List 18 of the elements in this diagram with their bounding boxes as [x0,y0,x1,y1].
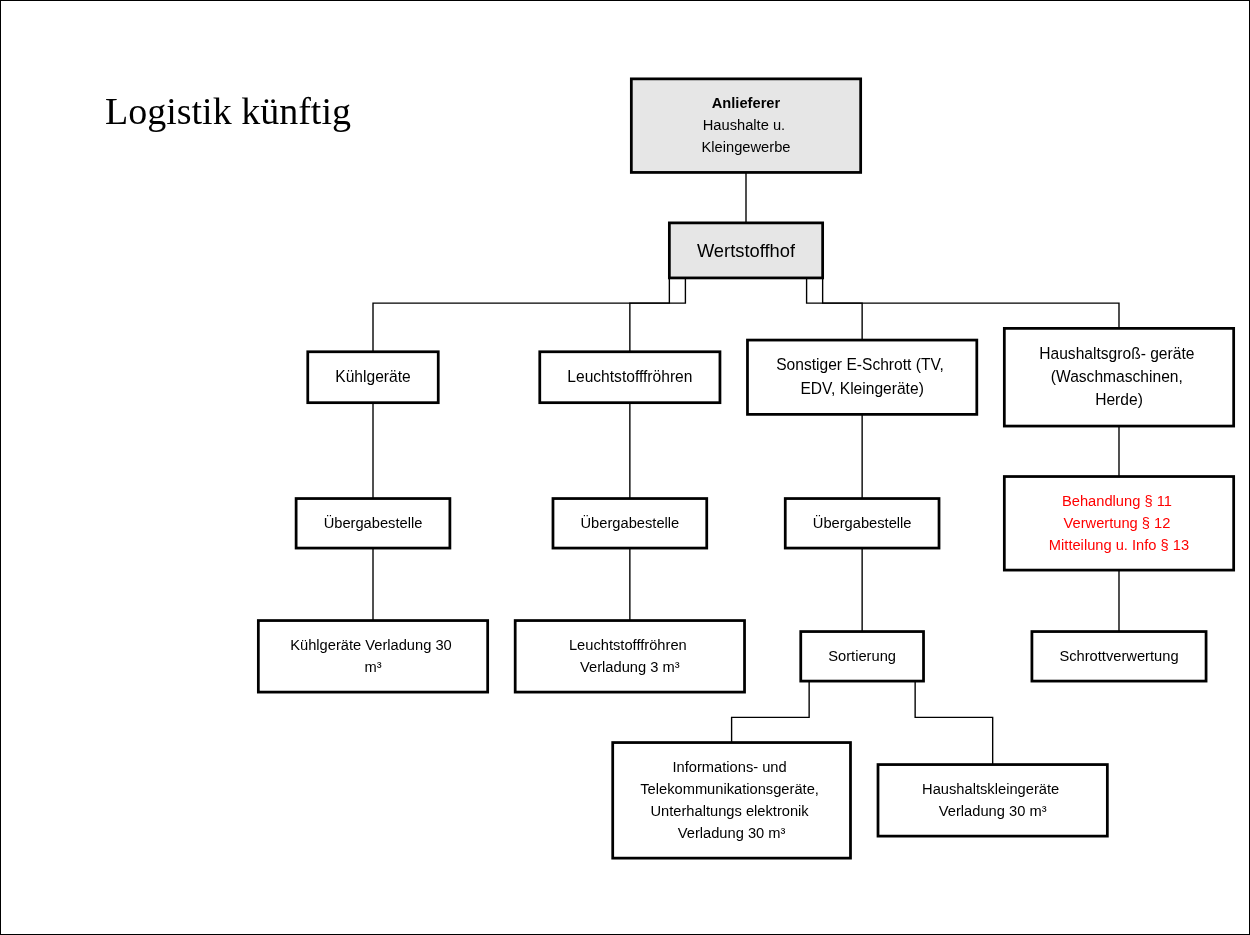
node-box: Schrottverwertung [1030,630,1208,683]
node-box: Leuchtstofffröhren Verladung 3 m³ [513,619,746,694]
node-box: Übergabestelle [294,497,452,550]
node-box: Übergabestelle [551,497,709,550]
node-box: Wertstoffhof [668,221,824,280]
node-box: Übergabestelle [783,497,941,550]
node-box: Sonstiger E-Schrott (TV, EDV, Kleingeräte) [746,338,979,416]
diagram-title: Logistik künftig [105,89,351,133]
node-box: Haushaltskleingeräte Verladung 30 m³ [876,763,1109,838]
node-box: Sortierung [799,630,925,683]
node-box: Kühlgeräte Verladung 30 m³ [256,619,490,694]
node-box: Leuchtstofffröhren [538,350,722,405]
node-box: Anlieferer Haushalte u. Kleingewerbe [629,77,863,174]
node-box: Haushaltsgroß- geräte (Waschmaschinen, Herde) [1002,327,1236,428]
node-box: Behandlung § 11 Verwertung § 12 Mitteilung u. Info § 13 [1002,475,1236,572]
connector [805,277,863,341]
node-box: Kühlgeräte [306,350,440,405]
node-box: Informations- und Telekommunikationsgeräte, Unterhaltungs elektronik Verladung 30 m³ [611,741,852,860]
